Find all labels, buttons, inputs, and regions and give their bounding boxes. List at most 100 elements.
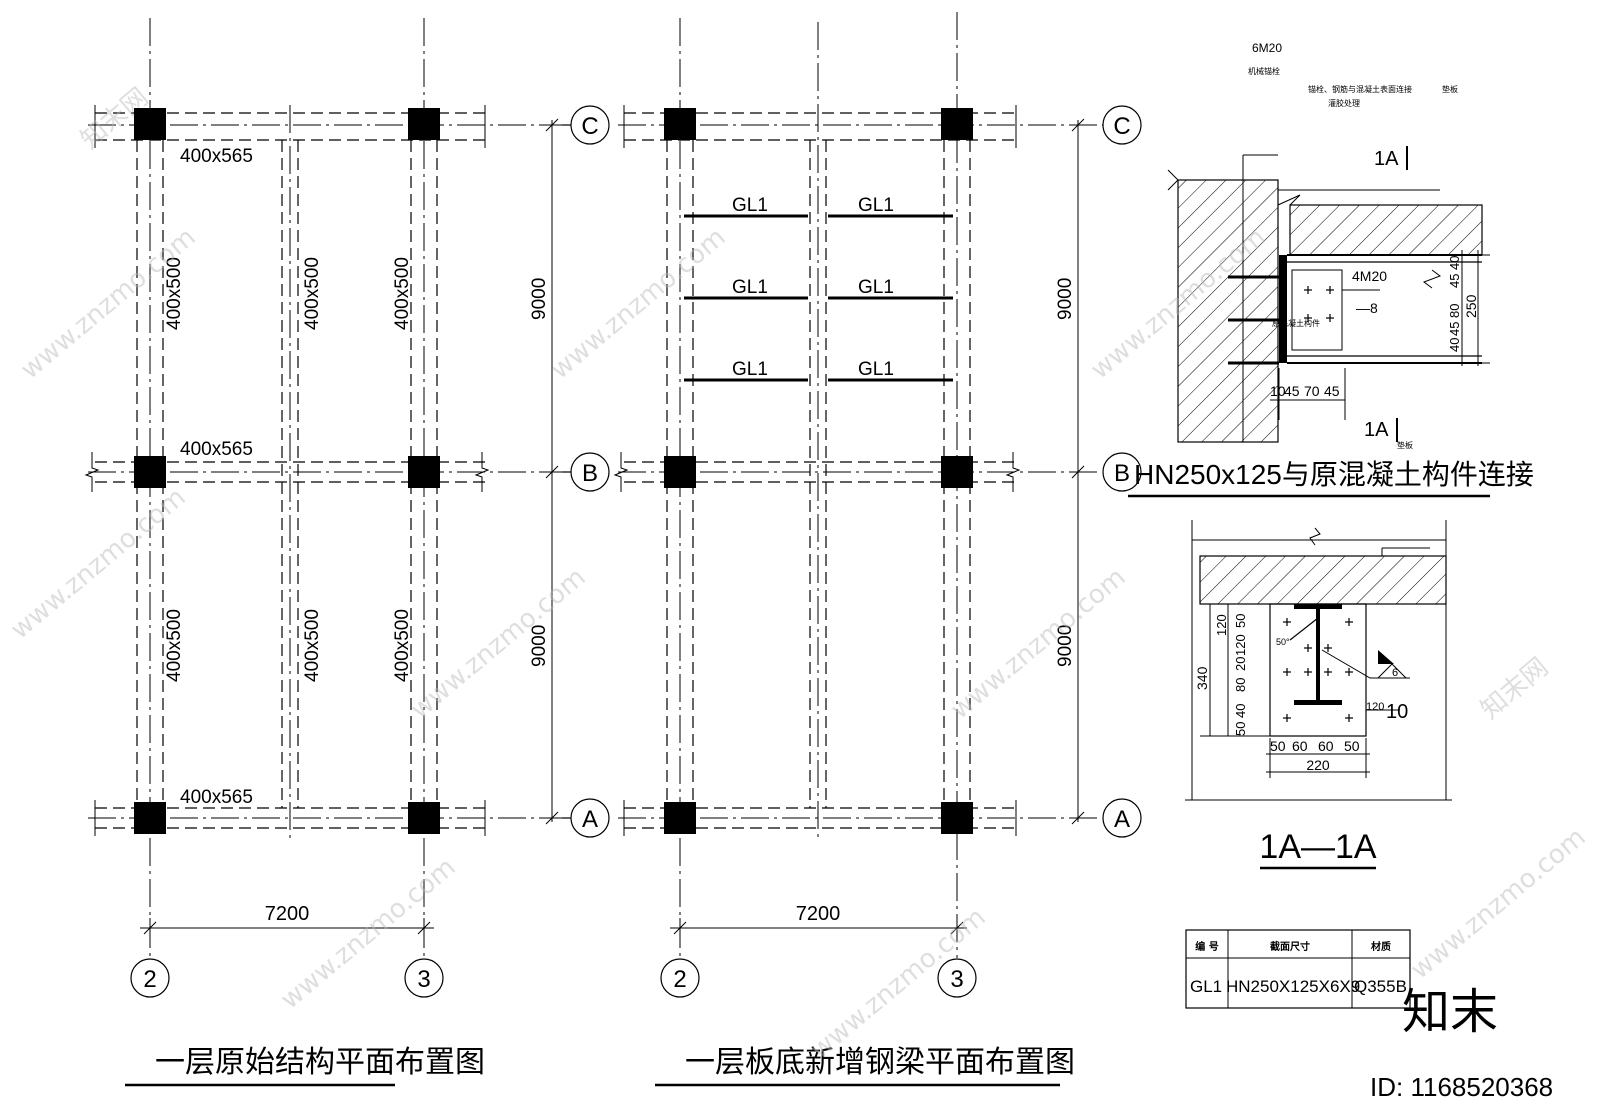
plate-thk-sub: 120 bbox=[1366, 701, 1384, 713]
gl-label: GL1 bbox=[858, 359, 894, 380]
dim-total: 250 bbox=[1463, 294, 1479, 318]
beam-label: 400x565 bbox=[180, 146, 253, 167]
dim-total: 340 bbox=[1194, 666, 1210, 690]
beam-label: 400x500 bbox=[164, 609, 185, 682]
dim: 60 bbox=[1292, 738, 1308, 754]
detail-section-1a: 50° 6 10 120 50 120 20 80 40 50 120 340 bbox=[1185, 520, 1452, 870]
dim-total: 220 bbox=[1306, 757, 1330, 773]
watermark-text: www.znzmo.com bbox=[275, 852, 461, 1015]
bolt-label: 4M20 bbox=[1352, 268, 1387, 284]
watermark-text: www.znzmo.com bbox=[545, 222, 731, 385]
column bbox=[134, 108, 166, 140]
axis-bubble-a: A bbox=[1114, 806, 1130, 833]
dimension-h: 7200 bbox=[796, 903, 841, 925]
plan-title: 一层原始结构平面布置图 bbox=[155, 1045, 485, 1080]
note: 锚栓、钢筋与混凝土表面连接 bbox=[1308, 84, 1412, 94]
table-cell: HN250X125X6X9 bbox=[1226, 977, 1360, 996]
beam-label: 400x500 bbox=[392, 257, 413, 330]
note: 垫板 bbox=[1442, 84, 1458, 94]
member-table: 编 号 截面尺寸 材质 GL1 HN250X125X6X9 Q355B bbox=[1185, 929, 1411, 1009]
dim: 10 bbox=[1270, 383, 1286, 399]
watermark-id: ID: 1168520368 bbox=[1370, 1072, 1553, 1102]
gl-label: GL1 bbox=[858, 195, 894, 216]
table-cell: GL1 bbox=[1190, 977, 1222, 996]
watermark-text: www.znzmo.com bbox=[1405, 822, 1591, 985]
dim: 40 bbox=[1233, 704, 1248, 718]
detail-title: HN250x125与原混凝土构件连接 bbox=[1134, 459, 1534, 490]
dim: 45 bbox=[1447, 274, 1462, 288]
column bbox=[134, 456, 166, 488]
detail-connection: 6M20 机械锚栓 锚栓、钢筋与混凝土表面连接 灌胶处理 垫板 1A 1A bbox=[1128, 41, 1534, 498]
gl-label: GL1 bbox=[732, 277, 768, 298]
column bbox=[941, 802, 973, 834]
beam-label: 400x500 bbox=[302, 609, 323, 682]
anchor-count: 6M20 bbox=[1252, 41, 1282, 55]
dimension-v: 9000 bbox=[529, 625, 550, 667]
gl-label: GL1 bbox=[732, 359, 768, 380]
dim: 20 bbox=[1233, 657, 1248, 671]
plan-title: 一层板底新增钢梁平面布置图 bbox=[685, 1045, 1075, 1080]
dim: 80 bbox=[1447, 304, 1462, 318]
column bbox=[408, 802, 440, 834]
beam-label: 400x500 bbox=[164, 257, 185, 330]
dimension-v: 9000 bbox=[1055, 278, 1076, 320]
table-header: 截面尺寸 bbox=[1270, 940, 1310, 953]
axis-bubble-2: 2 bbox=[143, 966, 156, 993]
column bbox=[664, 108, 696, 140]
dimension-h: 7200 bbox=[265, 903, 310, 925]
dim: 40 bbox=[1447, 338, 1462, 352]
column bbox=[941, 108, 973, 140]
gl-label: GL1 bbox=[732, 195, 768, 216]
weld-size: 6 bbox=[1392, 667, 1398, 679]
column bbox=[941, 456, 973, 488]
beam-label: 400x500 bbox=[392, 609, 413, 682]
note: 灌胶处理 bbox=[1328, 98, 1360, 108]
plate-label: —8 bbox=[1356, 300, 1378, 316]
dim: 45 bbox=[1447, 322, 1462, 336]
plan-new-steel-beams: GL1 GL1 GL1 GL1 GL1 GL1 9000 9000 7200 bbox=[613, 12, 1142, 1087]
beam-label: 400x565 bbox=[180, 787, 253, 808]
dim: 40 bbox=[1447, 256, 1462, 270]
dim: 80 bbox=[1233, 678, 1248, 692]
axis-bubble-c: C bbox=[581, 113, 598, 140]
dimension-v: 9000 bbox=[1055, 625, 1076, 667]
plan-original-structure: 400x565 400x565 400x565 400x500 400x500 … bbox=[84, 18, 610, 1087]
dim: 120 bbox=[1233, 634, 1248, 656]
anchor-type: 机械锚栓 bbox=[1248, 66, 1280, 76]
beam-label: 400x500 bbox=[302, 257, 323, 330]
watermark-text: www.znzmo.com bbox=[945, 562, 1131, 725]
column bbox=[134, 802, 166, 834]
plate-thk: 10 bbox=[1386, 701, 1408, 723]
dim: 45 bbox=[1284, 383, 1300, 399]
section-mark: 1A bbox=[1364, 419, 1389, 441]
axis-bubble-b: B bbox=[582, 460, 598, 487]
watermark-logo: 知末 bbox=[1402, 984, 1498, 1040]
table-header: 编 号 bbox=[1195, 940, 1218, 953]
axis-bubble-3: 3 bbox=[417, 966, 430, 993]
axis-bubble-2: 2 bbox=[673, 966, 686, 993]
column bbox=[664, 456, 696, 488]
section-mark: 1A bbox=[1374, 148, 1399, 170]
columns bbox=[134, 108, 440, 834]
watermark-text: www.znzmo.com bbox=[405, 562, 591, 725]
steel-beams-gl1 bbox=[684, 214, 953, 382]
column bbox=[408, 456, 440, 488]
weld-angle: 50° bbox=[1276, 637, 1290, 647]
table-header: 材质 bbox=[1371, 940, 1391, 953]
dim: 50 bbox=[1344, 738, 1360, 754]
dim: 50 bbox=[1270, 738, 1286, 754]
dim: 60 bbox=[1318, 738, 1334, 754]
pad-note: 垫板 bbox=[1397, 440, 1413, 450]
axis-bubble-a: A bbox=[582, 806, 598, 833]
plate-note: 原混凝土构件 bbox=[1272, 318, 1320, 328]
dim: 50 bbox=[1233, 614, 1248, 628]
dim: 50 bbox=[1233, 722, 1248, 736]
dim: 70 bbox=[1304, 383, 1320, 399]
watermark-text: 知末网 bbox=[1475, 652, 1554, 725]
table-cell: Q355B bbox=[1354, 977, 1407, 996]
dim: 120 bbox=[1214, 614, 1229, 636]
column bbox=[408, 108, 440, 140]
dimension-v: 9000 bbox=[529, 278, 550, 320]
axis-bubble-3: 3 bbox=[950, 966, 963, 993]
